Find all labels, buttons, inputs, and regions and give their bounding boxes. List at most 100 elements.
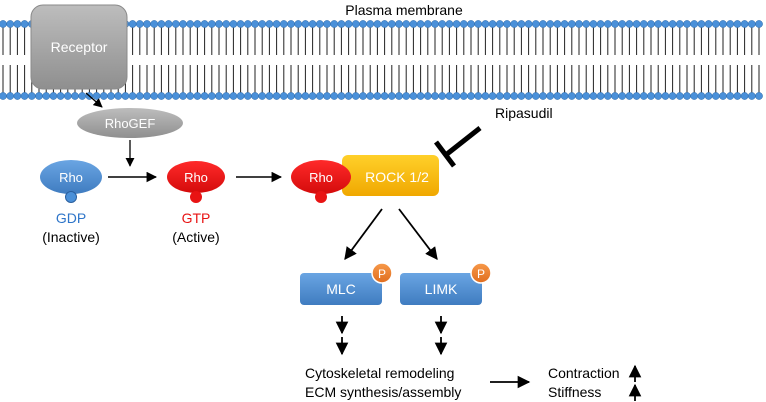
- lipid-head: [488, 92, 497, 100]
- gdp-label: GDP: [56, 210, 86, 226]
- lipid-head: [553, 20, 562, 28]
- lipid-head: [445, 92, 454, 100]
- rhogef-label: RhoGEF: [105, 116, 156, 131]
- lipid-head: [143, 92, 151, 100]
- lipid-head: [236, 20, 245, 28]
- receptor: Receptor: [30, 4, 128, 90]
- lipid-head: [287, 20, 295, 28]
- lipid-head: [164, 92, 173, 100]
- lipid-head: [157, 92, 166, 100]
- lipid-head: [431, 20, 439, 28]
- gtp-label: GTP: [182, 210, 211, 226]
- mlc-label: MLC: [326, 281, 356, 297]
- lipid-head: [654, 20, 663, 28]
- lipid-head: [582, 92, 591, 100]
- lipid-head: [215, 92, 223, 100]
- lipid-head: [164, 20, 173, 28]
- rhogef: RhoGEF: [77, 108, 183, 138]
- lipid-head: [467, 20, 475, 28]
- lipid-head: [337, 92, 346, 100]
- lipid-head: [200, 20, 209, 28]
- lipid-head: [510, 20, 519, 28]
- lipid-head: [755, 20, 763, 28]
- lipid-head: [207, 92, 216, 100]
- lipid-head: [315, 20, 324, 28]
- lipid-head: [740, 20, 749, 28]
- lipid-head: [179, 20, 187, 28]
- lipid-head: [171, 92, 180, 100]
- lipid-head: [567, 20, 576, 28]
- lipid-head: [380, 20, 389, 28]
- lipid-head: [13, 20, 22, 28]
- lipid-head: [107, 92, 115, 100]
- lipid-head: [409, 92, 418, 100]
- lipid-head: [747, 20, 756, 28]
- lipid-head: [186, 20, 195, 28]
- lipid-head: [575, 20, 583, 28]
- lipid-head: [387, 20, 396, 28]
- lipid-head: [755, 92, 763, 100]
- mlc-phospho-label: P: [378, 267, 386, 281]
- lipid-head: [589, 20, 598, 28]
- lipid-head: [150, 92, 159, 100]
- lipid-head: [560, 92, 569, 100]
- lipid-head: [495, 92, 504, 100]
- lipid-head: [639, 20, 648, 28]
- lipid-head: [99, 92, 108, 100]
- rock-label: ROCK 1/2: [365, 169, 429, 185]
- lipid-head: [13, 92, 22, 100]
- lipid-head: [265, 92, 274, 100]
- lipid-head: [618, 92, 627, 100]
- lipid-head: [438, 92, 447, 100]
- lipid-head: [20, 92, 29, 100]
- lipid-head: [402, 20, 411, 28]
- lipid-head: [251, 20, 259, 28]
- lipid-head: [121, 92, 130, 100]
- lipid-head: [711, 92, 720, 100]
- lipid-head: [56, 92, 65, 100]
- lipid-head: [229, 92, 238, 100]
- lipid-head: [337, 20, 346, 28]
- lipid-head: [229, 20, 238, 28]
- lipid-head: [603, 20, 612, 28]
- lipid-head: [359, 20, 367, 28]
- lipid-head: [611, 20, 619, 28]
- lipid-head: [193, 92, 202, 100]
- lipid-head: [135, 92, 144, 100]
- lipid-head: [128, 92, 137, 100]
- lipid-head: [704, 20, 713, 28]
- lipid-head: [344, 20, 353, 28]
- lipid-head: [294, 92, 303, 100]
- lipid-head: [474, 92, 483, 100]
- lipid-head: [539, 20, 547, 28]
- lipid-head: [503, 92, 511, 100]
- lipid-head: [747, 92, 756, 100]
- lipid-head: [323, 92, 331, 100]
- lipid-head: [294, 20, 303, 28]
- lipid-head: [632, 92, 641, 100]
- lipid-head: [416, 92, 425, 100]
- lipid-head: [315, 92, 324, 100]
- lipid-head: [553, 92, 562, 100]
- lipid-head: [661, 20, 670, 28]
- lipid-head: [323, 20, 331, 28]
- rho-inactive-label: Rho: [59, 170, 83, 185]
- effect-contraction: Contraction: [548, 365, 620, 381]
- lipid-head: [215, 20, 223, 28]
- lipid-head: [251, 92, 259, 100]
- lipid-head: [179, 92, 187, 100]
- lipid-head: [726, 20, 735, 28]
- lipid-head: [683, 92, 691, 100]
- outcome-line-2: ECM synthesis/assembly: [305, 384, 461, 400]
- lipid-head: [287, 92, 295, 100]
- lipid-head: [330, 92, 339, 100]
- lipid-head: [654, 92, 663, 100]
- lipid-head: [35, 92, 43, 100]
- mlc-phospho-badge: [371, 262, 393, 284]
- rho-bound: Rho: [291, 160, 351, 203]
- lipid-head: [380, 92, 389, 100]
- lipid-head: [387, 92, 396, 100]
- lipid-head: [733, 20, 742, 28]
- ripasudil-label: Ripasudil: [495, 105, 553, 121]
- mlc-node: MLC P: [300, 262, 393, 305]
